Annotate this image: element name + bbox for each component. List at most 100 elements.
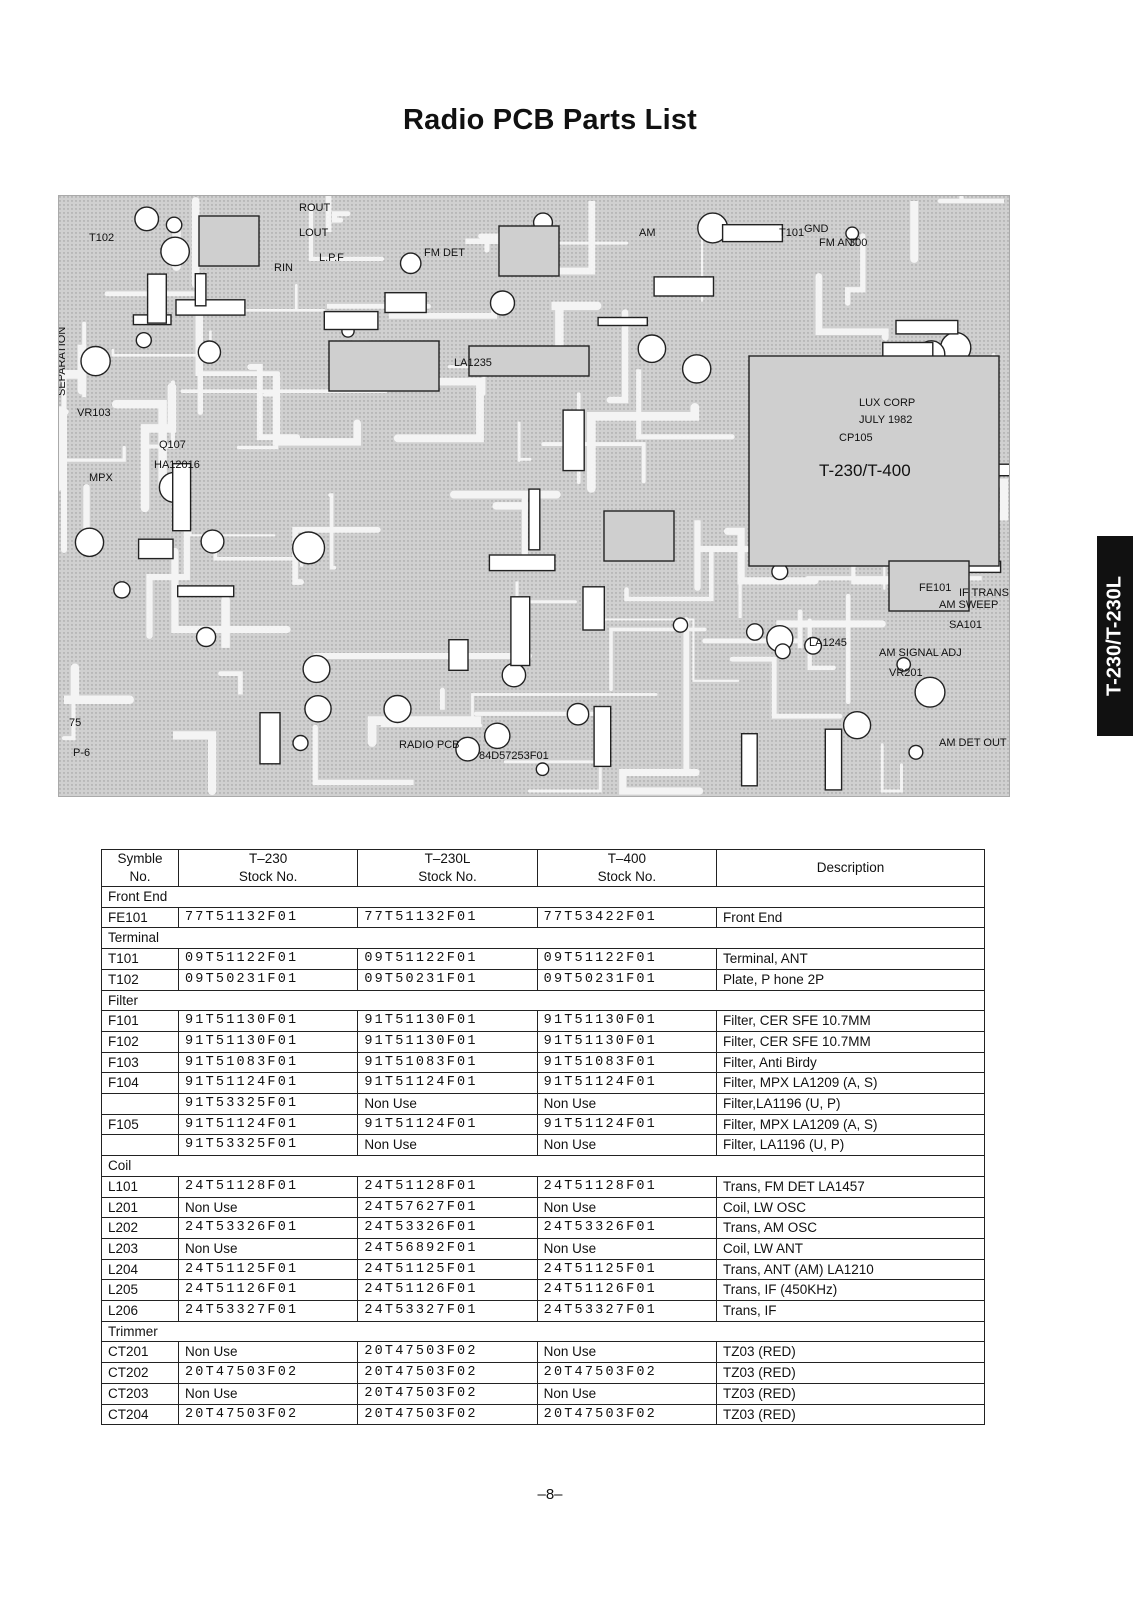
copper-trace — [619, 768, 704, 795]
resistor-outline — [582, 586, 605, 631]
cell-sym: F103 — [101, 1051, 179, 1074]
group-label: Filter — [101, 989, 985, 1012]
capacitor-pad — [113, 581, 131, 599]
header-description: Description — [716, 849, 985, 887]
cell-desc: Trans, ANT (AM) LA1210 — [716, 1258, 985, 1281]
ic-block — [198, 215, 260, 267]
cell-t400: 24T51126F01 — [536, 1279, 718, 1302]
cell-t230l: 91T51130F01 — [357, 1030, 538, 1053]
pcb-label: AM SWEEP — [939, 599, 998, 611]
cell-t230: 77T51132F01 — [177, 906, 359, 929]
copper-trace — [515, 581, 577, 604]
cell-t230l: 91T51130F01 — [357, 1010, 538, 1032]
copper-trace — [624, 550, 714, 602]
cell-t230l: 20T47503F02 — [357, 1382, 538, 1405]
group-row: Coil — [101, 1155, 985, 1177]
cell-desc: Trans, IF — [716, 1300, 985, 1322]
resistor-outline — [176, 585, 235, 598]
resistor-outline — [146, 273, 167, 324]
cell-desc: Filter, Anti Birdy — [716, 1051, 985, 1074]
cell-desc: TZ03 (RED) — [716, 1341, 985, 1364]
cell-sym: L201 — [101, 1196, 179, 1219]
pcb-label: 84D57253F01 — [479, 750, 549, 762]
capacitor-pad — [195, 626, 217, 648]
copper-trace — [702, 609, 803, 649]
copper-trace — [503, 760, 602, 793]
cell-desc: Plate, P hone 2P — [716, 968, 985, 991]
cell-sym: F102 — [101, 1030, 179, 1053]
cell-t230: 24T53327F01 — [177, 1300, 359, 1322]
group-row: Terminal — [101, 927, 985, 950]
pcb-label: CP105 — [839, 432, 873, 444]
copper-trace — [606, 309, 629, 404]
capacitor-pad — [896, 656, 912, 672]
cell-t400: Non Use — [536, 1093, 718, 1115]
copper-trace — [60, 408, 69, 553]
cell-t400: 24T53327F01 — [536, 1300, 718, 1322]
capacitor-pad — [304, 694, 332, 723]
resistor-outline — [194, 272, 207, 307]
capacitor-pad — [637, 334, 667, 364]
copper-trace — [551, 301, 602, 355]
cell-t400: 24T51125F01 — [536, 1258, 718, 1281]
cell-sym: CT203 — [101, 1382, 179, 1405]
capacitor-pad — [80, 345, 111, 377]
resistor-outline — [323, 310, 379, 331]
cell-t230l: 09T51122F01 — [357, 948, 538, 970]
cell-desc: TZ03 (RED) — [716, 1362, 985, 1384]
copper-trace — [62, 445, 126, 462]
cell-t400: 24T53326F01 — [536, 1217, 718, 1239]
cell-desc: TZ03 (RED) — [716, 1403, 985, 1426]
pcb-label: ROUT — [299, 202, 330, 214]
cell-t400: Non Use — [536, 1134, 718, 1157]
ic-block — [888, 560, 970, 612]
copper-trace — [587, 403, 700, 493]
capacitor-pad — [455, 736, 481, 762]
cell-t230: 24T51125F01 — [177, 1258, 359, 1281]
resistor-outline — [597, 316, 648, 327]
capacitor-pad — [489, 290, 516, 316]
cell-desc: Filter,LA1196 (U, P) — [716, 1093, 985, 1115]
pcb-label: JULY 1982 — [859, 414, 912, 426]
cell-t400: 91T51083F01 — [536, 1051, 718, 1074]
copper-trace — [593, 618, 740, 682]
cell-desc: Trans, IF (450KHz) — [716, 1279, 985, 1302]
group-label: Front End — [101, 886, 985, 908]
pcb-label: FM ANT — [819, 237, 860, 249]
copper-trace — [312, 724, 414, 786]
cell-t230: 91T51130F01 — [177, 1010, 359, 1032]
cell-t230: Non Use — [177, 1196, 359, 1219]
cell-t400: 20T47503F02 — [536, 1403, 718, 1426]
copper-trace — [815, 273, 889, 341]
resistor-outline — [384, 291, 427, 314]
copper-trace — [729, 656, 843, 719]
cell-t230l: 24T51125F01 — [357, 1258, 538, 1281]
cell-t230l: 77T51132F01 — [357, 906, 538, 929]
capacitor-pad — [535, 762, 550, 777]
cell-t230l: 24T56892F01 — [357, 1237, 538, 1260]
copper-trace — [636, 369, 735, 440]
resistor-outline — [488, 554, 556, 572]
cell-sym — [101, 1093, 179, 1115]
cell-sym: L203 — [101, 1237, 179, 1260]
ic-block — [468, 345, 590, 377]
pcb-label: VR201 — [889, 667, 923, 679]
cell-sym — [101, 1134, 179, 1157]
cell-desc: Terminal, ANT — [716, 948, 985, 970]
pcb-label: RADIO PCB — [399, 739, 460, 751]
cell-sym: L206 — [101, 1300, 179, 1322]
cell-t230l: Non Use — [357, 1093, 538, 1115]
cell-t400: 91T51124F01 — [536, 1072, 718, 1095]
capacitor-pad — [908, 744, 924, 760]
